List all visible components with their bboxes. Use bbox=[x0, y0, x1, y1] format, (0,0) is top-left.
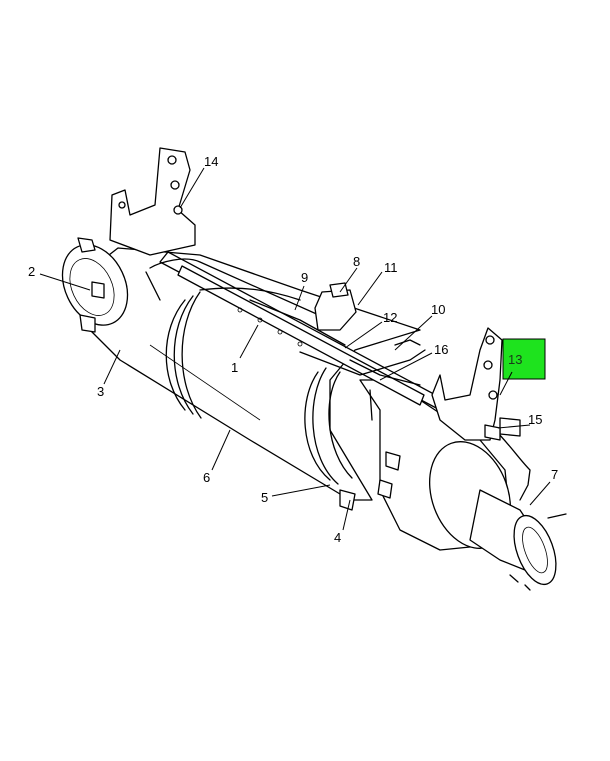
callout-2: 2 bbox=[28, 264, 35, 279]
right-bracket bbox=[431, 327, 503, 441]
callout-12: 12 bbox=[383, 310, 397, 325]
callout-11: 11 bbox=[384, 260, 398, 275]
left-bracket bbox=[109, 147, 196, 256]
callout-8: 8 bbox=[353, 254, 360, 269]
callout-7: 7 bbox=[551, 467, 558, 482]
callout-14: 14 bbox=[204, 154, 218, 169]
leader-lines bbox=[39, 167, 551, 531]
clamps bbox=[77, 237, 401, 511]
callout-10: 10 bbox=[431, 302, 445, 317]
callout-15: 15 bbox=[528, 412, 542, 427]
callout-16: 16 bbox=[434, 342, 448, 357]
callout-9: 9 bbox=[301, 270, 308, 285]
callout-6: 6 bbox=[203, 470, 210, 485]
callout-labels: 14 2 3 4 5 6 7 8 9 10 11 12 13 15 16 1 bbox=[28, 154, 558, 545]
callout-4: 4 bbox=[334, 530, 341, 545]
callout-5: 5 bbox=[261, 490, 268, 505]
highlight-box bbox=[502, 338, 546, 380]
sensor-module bbox=[314, 282, 521, 441]
outlet-section bbox=[359, 379, 567, 591]
sensor-tubes bbox=[145, 258, 531, 501]
callout-3: 3 bbox=[97, 384, 104, 399]
callout-13: 13 bbox=[508, 352, 522, 367]
callout-1: 1 bbox=[231, 360, 238, 375]
